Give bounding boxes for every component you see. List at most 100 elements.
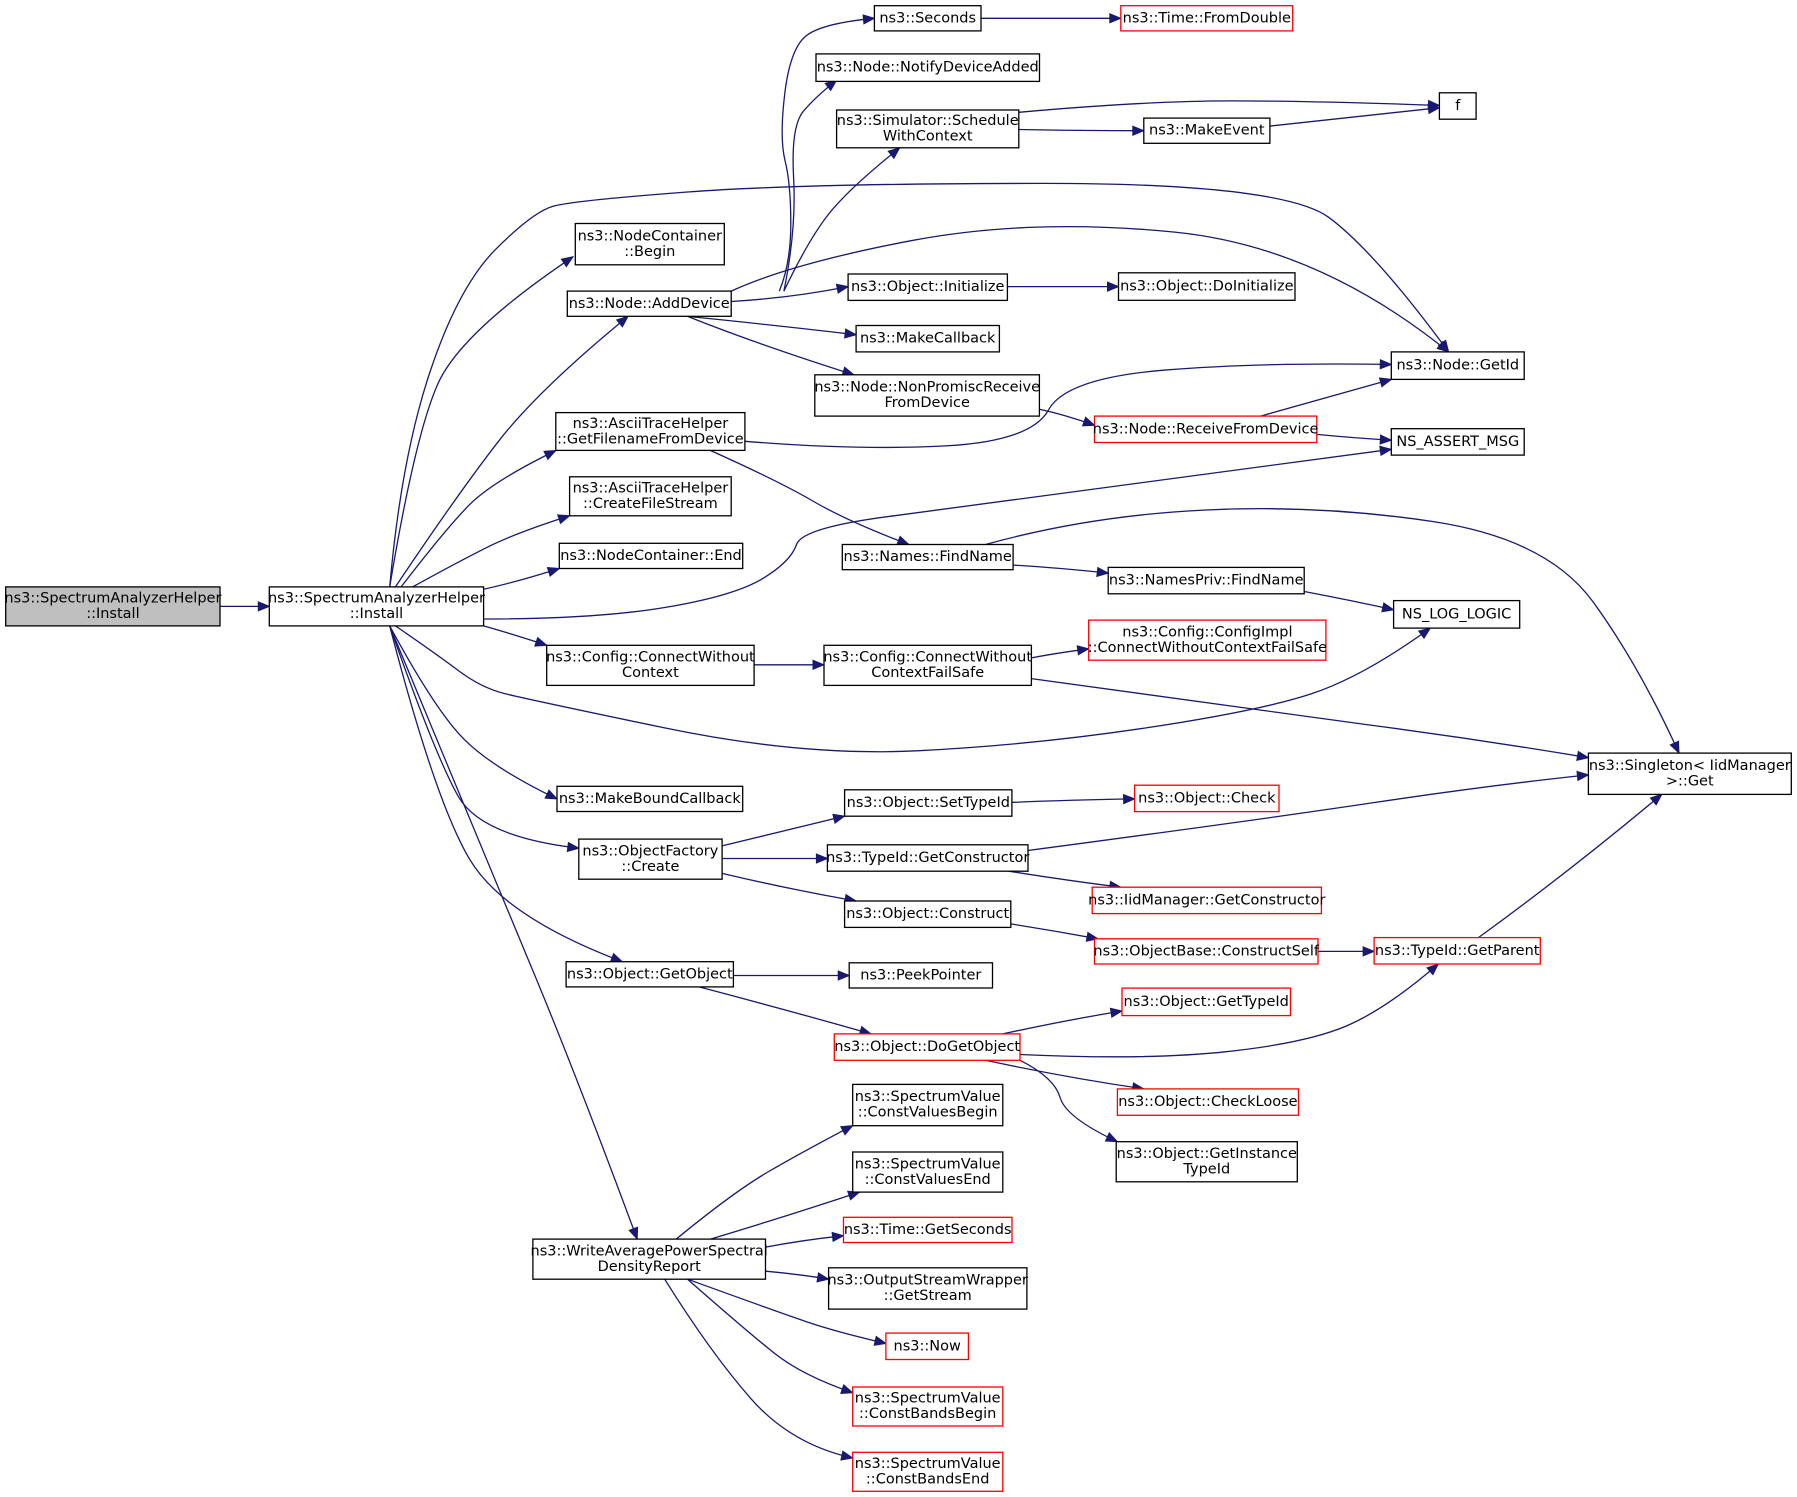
node-box-getseconds[interactable]: [842, 1216, 1013, 1244]
node-box-createfile[interactable]: [568, 476, 732, 517]
node-box-connect_wo_fs[interactable]: [823, 644, 1033, 687]
node-box-getparent[interactable]: [1373, 936, 1541, 965]
node-getstream[interactable]: ns3::OutputStreamWrapper::GetStream: [827, 1267, 1028, 1310]
node-box-schedule[interactable]: [835, 109, 1020, 149]
node-box-loglogic[interactable]: [1392, 599, 1521, 629]
node-getfilename[interactable]: ns3::AsciiTraceHelper::GetFilenameFromDe…: [555, 411, 746, 452]
node-notify[interactable]: ns3::Node::NotifyDeviceAdded: [815, 53, 1041, 83]
node-makebound[interactable]: ns3::MakeBoundCallback: [556, 785, 744, 813]
node-settypeid[interactable]: ns3::Object::SetTypeId: [843, 789, 1013, 817]
node-box-makecallback[interactable]: [855, 324, 1001, 353]
node-box-connect_wo[interactable]: [546, 644, 755, 687]
node-now[interactable]: ns3::Now: [885, 1332, 970, 1361]
node-box-iid_getctor[interactable]: [1091, 886, 1323, 915]
node-connect_wo_fs[interactable]: ns3::Config::ConnectWithoutContextFailSa…: [823, 644, 1033, 687]
node-box-gettypeid[interactable]: [1121, 987, 1292, 1017]
node-findname[interactable]: ns3::Names::FindName: [841, 543, 1014, 571]
node-box-construct[interactable]: [843, 900, 1012, 929]
node-box-cvbegin[interactable]: [852, 1083, 1004, 1127]
node-box-of_create[interactable]: [578, 838, 723, 880]
node-nc_end[interactable]: ns3::NodeContainer::End: [558, 542, 744, 570]
node-connect_wo[interactable]: ns3::Config::ConnectWithoutContext: [546, 644, 755, 687]
node-singleton[interactable]: ns3::Singleton< IidManager >::Get: [1587, 752, 1792, 796]
node-createfile[interactable]: ns3::AsciiTraceHelper::CreateFileStream: [568, 476, 732, 517]
node-assertmsg[interactable]: NS_ASSERT_MSG: [1390, 428, 1525, 456]
node-begin[interactable]: ns3::NodeContainer::Begin: [574, 222, 725, 266]
node-box-namespriv[interactable]: [1107, 566, 1305, 595]
node-box-settypeid[interactable]: [843, 789, 1013, 817]
node-box-obj_check[interactable]: [1133, 784, 1280, 813]
node-box-getobject[interactable]: [565, 961, 735, 988]
node-makecallback[interactable]: ns3::MakeCallback: [855, 324, 1001, 353]
node-box-fromdouble[interactable]: [1120, 5, 1294, 32]
node-box-cvend[interactable]: [852, 1151, 1004, 1193]
node-box-makebound[interactable]: [556, 785, 744, 813]
node-peekpointer[interactable]: ns3::PeekPointer: [848, 962, 994, 989]
node-getobject[interactable]: ns3::Object::GetObject: [565, 961, 735, 988]
node-box-receivefrom[interactable]: [1093, 415, 1318, 444]
node-checkloose[interactable]: ns3::Object::CheckLoose: [1116, 1088, 1300, 1116]
node-box-f[interactable]: [1438, 92, 1477, 120]
node-box-nc_end[interactable]: [558, 542, 744, 570]
node-box-begin[interactable]: [574, 222, 725, 266]
node-box-assertmsg[interactable]: [1390, 428, 1525, 456]
node-box-getinstance[interactable]: [1115, 1141, 1298, 1183]
node-writeavg[interactable]: ns3::WriteAveragePowerSpectralDensityRep…: [531, 1238, 768, 1280]
node-root[interactable]: ns3::SpectrumAnalyzerHelper::Install: [4, 586, 221, 627]
node-construct[interactable]: ns3::Object::Construct: [843, 900, 1012, 929]
node-getseconds[interactable]: ns3::Time::GetSeconds: [842, 1216, 1013, 1244]
node-seconds[interactable]: ns3::Seconds: [873, 5, 982, 32]
node-box-obj_init[interactable]: [847, 273, 1009, 302]
node-getparent[interactable]: ns3::TypeId::GetParent: [1373, 936, 1541, 965]
node-adddevice[interactable]: ns3::Node::AddDevice: [566, 290, 732, 317]
node-namespriv[interactable]: ns3::NamesPriv::FindName: [1107, 566, 1305, 595]
node-obj_check[interactable]: ns3::Object::Check: [1133, 784, 1280, 813]
node-box-configimpl[interactable]: [1088, 619, 1327, 661]
node-configimpl[interactable]: ns3::Config::ConfigImpl::ConnectWithoutC…: [1088, 619, 1327, 661]
node-box-getfilename[interactable]: [555, 411, 746, 452]
node-loglogic[interactable]: NS_LOG_LOGIC: [1392, 599, 1521, 629]
node-box-getid[interactable]: [1390, 351, 1525, 381]
node-cbend[interactable]: ns3::SpectrumValue::ConstBandsEnd: [852, 1451, 1004, 1492]
node-box-singleton[interactable]: [1587, 752, 1792, 796]
node-cvbegin[interactable]: ns3::SpectrumValue::ConstValuesBegin: [852, 1083, 1004, 1127]
node-f[interactable]: f: [1438, 92, 1477, 120]
node-box-root[interactable]: [5, 586, 221, 627]
node-box-getconstructor[interactable]: [826, 844, 1029, 872]
node-box-adddevice[interactable]: [566, 290, 732, 317]
node-box-getstream[interactable]: [827, 1267, 1028, 1310]
node-gettypeid[interactable]: ns3::Object::GetTypeId: [1121, 987, 1292, 1017]
node-box-peekpointer[interactable]: [848, 962, 994, 989]
node-box-notify[interactable]: [815, 53, 1041, 83]
node-box-constructself[interactable]: [1093, 938, 1319, 965]
node-box-writeavg[interactable]: [532, 1238, 767, 1280]
node-box-install[interactable]: [268, 586, 485, 627]
node-constructself[interactable]: ns3::ObjectBase::ConstructSelf: [1093, 938, 1320, 965]
node-obj_init[interactable]: ns3::Object::Initialize: [847, 273, 1009, 302]
node-box-nonpromisc[interactable]: [814, 374, 1041, 417]
node-box-dogetobject[interactable]: [833, 1033, 1021, 1061]
node-getid[interactable]: ns3::Node::GetId: [1390, 351, 1525, 381]
node-doinit[interactable]: ns3::Object::DoInitialize: [1117, 272, 1296, 301]
node-install[interactable]: ns3::SpectrumAnalyzerHelper::Install: [268, 586, 485, 627]
node-box-checkloose[interactable]: [1116, 1088, 1300, 1116]
node-dogetobject[interactable]: ns3::Object::DoGetObject: [833, 1033, 1021, 1061]
node-cbbegin[interactable]: ns3::SpectrumValue::ConstBandsBegin: [852, 1386, 1004, 1427]
node-cvend[interactable]: ns3::SpectrumValue::ConstValuesEnd: [852, 1151, 1004, 1193]
node-makeevent[interactable]: ns3::MakeEvent: [1143, 117, 1271, 144]
node-box-cbend[interactable]: [852, 1451, 1004, 1492]
node-box-seconds[interactable]: [873, 5, 982, 32]
node-box-findname[interactable]: [841, 543, 1014, 571]
node-fromdouble[interactable]: ns3::Time::FromDouble: [1120, 5, 1294, 32]
node-iid_getctor[interactable]: ns3::IidManager::GetConstructor: [1088, 886, 1325, 915]
node-box-doinit[interactable]: [1117, 272, 1296, 301]
node-receivefrom[interactable]: ns3::Node::ReceiveFromDevice: [1093, 415, 1319, 444]
node-getconstructor[interactable]: ns3::TypeId::GetConstructor: [826, 844, 1029, 872]
node-box-cbbegin[interactable]: [852, 1386, 1004, 1427]
node-box-makeevent[interactable]: [1143, 117, 1271, 144]
node-box-now[interactable]: [885, 1332, 970, 1361]
node-of_create[interactable]: ns3::ObjectFactory::Create: [578, 838, 723, 880]
